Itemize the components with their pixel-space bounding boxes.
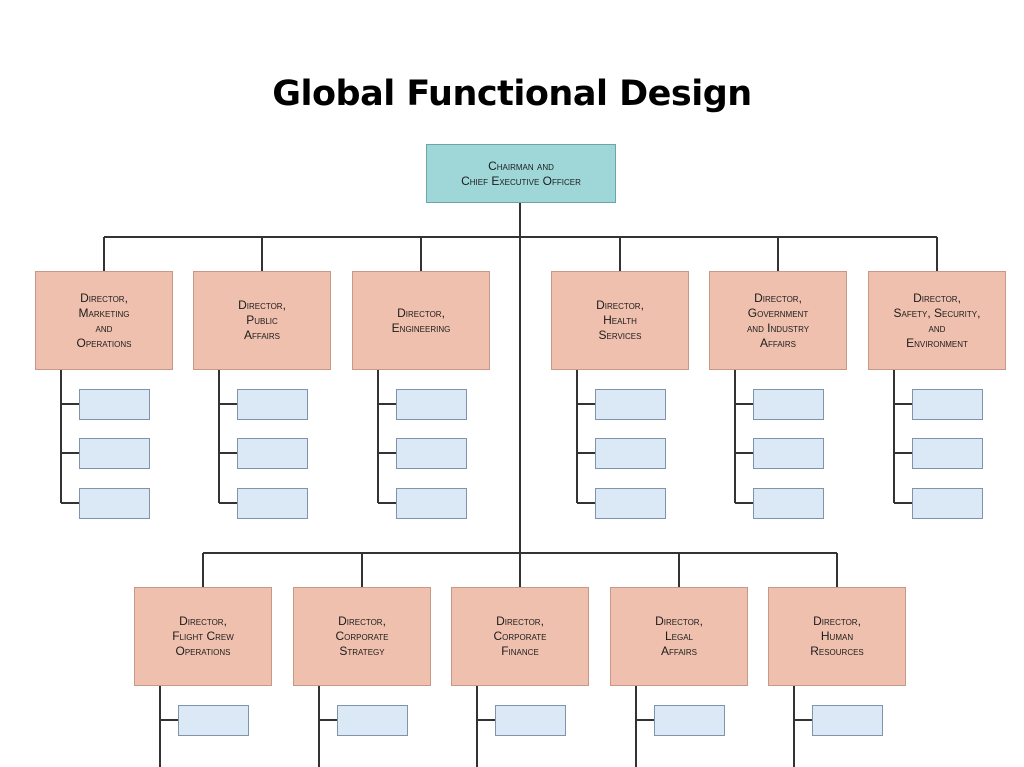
subunit-box [912, 488, 983, 519]
ceo-label: Chairman and Chief Executive Officer [461, 158, 581, 188]
subunit-box [337, 705, 408, 736]
ceo-box: Chairman and Chief Executive Officer [426, 144, 616, 203]
director-label: Director, Legal Affairs [655, 614, 703, 658]
subunit-box [595, 488, 666, 519]
director-box: Director, Safety, Security, and Environm… [868, 271, 1006, 370]
subunit-box [753, 488, 824, 519]
director-label: Director, Flight Crew Operations [172, 614, 234, 658]
director-label: Director, Human Resources [810, 614, 864, 658]
subunit-box [237, 488, 308, 519]
subunit-box [912, 389, 983, 420]
subunit-box [812, 705, 883, 736]
page-title: Global Functional Design [272, 74, 752, 114]
director-label: Director, Health Services [596, 298, 644, 342]
director-label: Director, Government and Industry Affair… [746, 290, 810, 350]
director-label: Director, Corporate Finance [493, 614, 547, 658]
director-box: Director, Flight Crew Operations [134, 587, 272, 686]
subunit-box [753, 438, 824, 469]
subunit-box [495, 705, 566, 736]
director-box: Director, Government and Industry Affair… [709, 271, 847, 370]
director-label: Director, Marketing and Operations [76, 290, 132, 350]
director-label: Director, Corporate Strategy [335, 614, 389, 658]
subunit-box [595, 438, 666, 469]
director-label: Director, Public Affairs [238, 298, 286, 342]
subunit-box [595, 389, 666, 420]
director-box: Director, Health Services [551, 271, 689, 370]
director-box: Director, Engineering [352, 271, 490, 370]
director-box: Director, Marketing and Operations [35, 271, 173, 370]
subunit-box [654, 705, 725, 736]
subunit-box [396, 488, 467, 519]
director-box: Director, Corporate Strategy [293, 587, 431, 686]
director-box: Director, Public Affairs [193, 271, 331, 370]
director-box: Director, Legal Affairs [610, 587, 748, 686]
subunit-box [79, 488, 150, 519]
subunit-box [237, 438, 308, 469]
subunit-box [237, 389, 308, 420]
subunit-box [396, 438, 467, 469]
subunit-box [178, 705, 249, 736]
director-box: Director, Human Resources [768, 587, 906, 686]
subunit-box [396, 389, 467, 420]
subunit-box [79, 389, 150, 420]
subunit-box [79, 438, 150, 469]
director-label: Director, Safety, Security, and Environm… [893, 290, 981, 350]
subunit-box [753, 389, 824, 420]
director-box: Director, Corporate Finance [451, 587, 589, 686]
subunit-box [912, 438, 983, 469]
director-label: Director, Engineering [391, 305, 451, 335]
